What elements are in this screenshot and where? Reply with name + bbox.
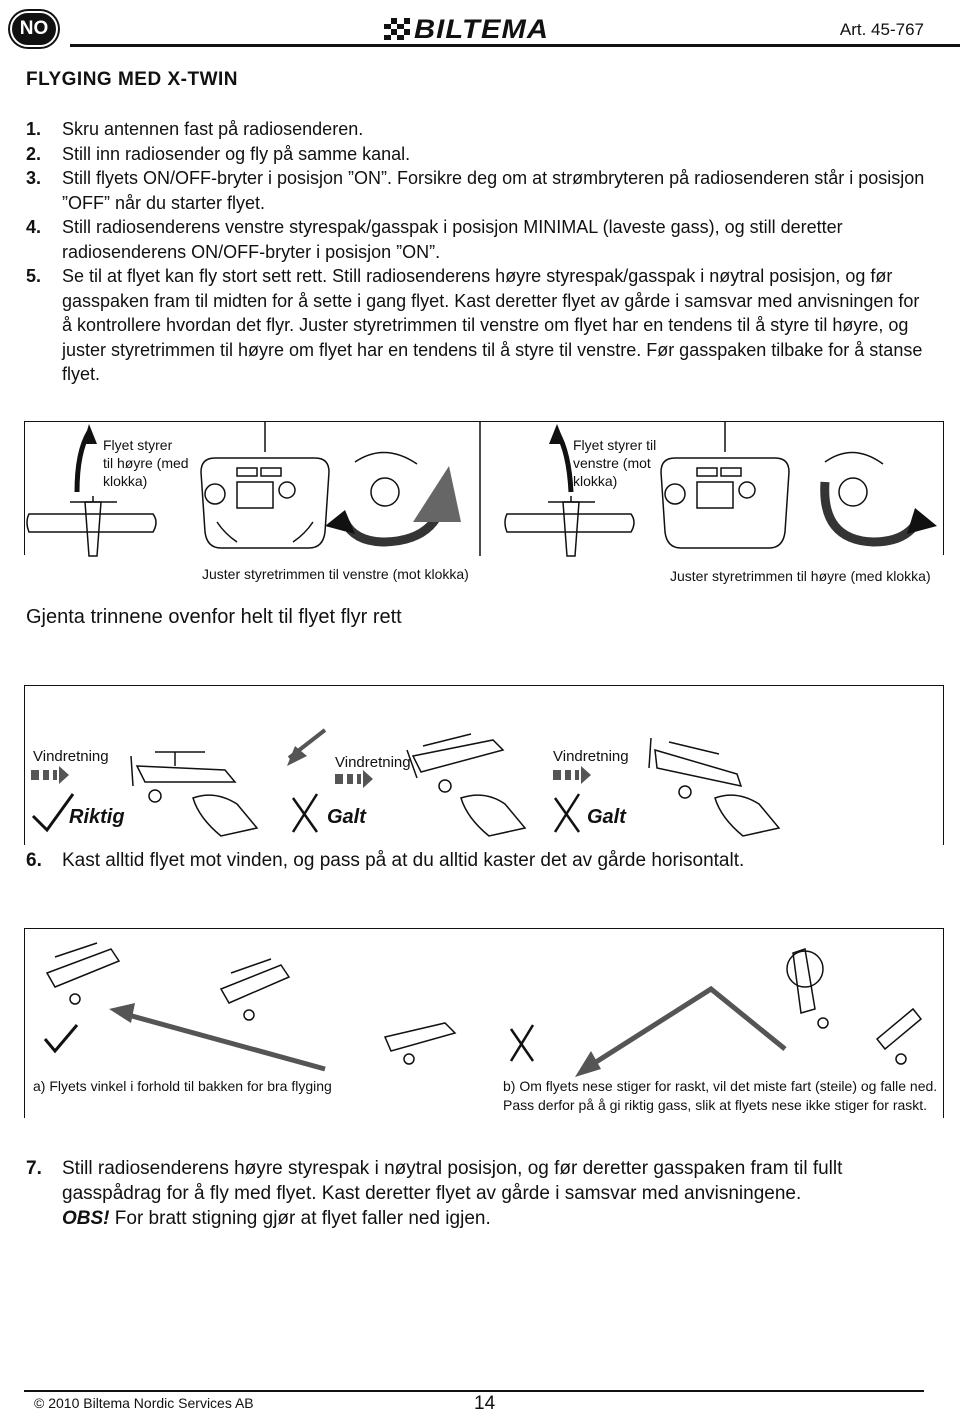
check-icon — [31, 793, 75, 833]
hand-icon — [714, 794, 781, 837]
verdict-correct: Riktig — [69, 806, 125, 828]
plane-icon — [219, 958, 291, 1021]
step-7: 7. Still radiosenderens høyre styrespak … — [26, 1158, 843, 1229]
wind-label: Vindretning — [33, 748, 109, 765]
verdict-wrong: Galt — [327, 806, 366, 828]
steps-list: 1.Skru antennen fast på radiosenderen. 2… — [26, 117, 926, 387]
throw-figure: Vindretning Vindretning Vindretning Rikt… — [24, 685, 944, 845]
brand-logo: BILTEMA — [384, 13, 578, 44]
repeat-note: Gjenta trinnene ovenfor helt til flyet f… — [26, 606, 402, 628]
plane-icon — [648, 737, 743, 799]
checker-icon — [384, 18, 410, 40]
check-icon — [43, 1024, 79, 1054]
right-trim-caption: Juster styretrimmen til høyre (med klokk… — [670, 568, 931, 584]
hand-icon — [192, 794, 259, 837]
page-header: NO BILTEMA Art. 45-767 — [0, 0, 960, 60]
caption-b: b) Om flyets nese stiger for raskt, vil … — [503, 1078, 938, 1113]
plane-icon — [875, 1007, 923, 1065]
plane-icon — [786, 948, 829, 1029]
copyright: © 2010 Biltema Nordic Services AB — [34, 1395, 254, 1411]
wind-arrow-icon — [31, 766, 591, 788]
plane-icon — [45, 942, 121, 1005]
step-item: 5.Se til at flyet kan fly stort sett ret… — [26, 266, 923, 384]
brand-name: BILTEMA — [414, 13, 549, 44]
trim-figure: Flyet styrer til høyre (med klokka) Flye… — [24, 421, 944, 557]
article-number: Art. 45-767 — [839, 20, 924, 39]
step-item: 3.Still flyets ON/OFF-bryter i posisjon … — [26, 168, 925, 213]
right-plane-label: Flyet styrer til venstre (mot klokka) — [573, 437, 657, 489]
plane-left-icon — [26, 496, 157, 557]
throw-illustration — [31, 728, 781, 837]
cross-icon — [509, 1024, 535, 1062]
cross-icon — [553, 793, 581, 833]
climb-illustration — [43, 942, 923, 1077]
plane-icon — [383, 1022, 457, 1065]
plane-right-icon — [504, 496, 635, 557]
step-6: 6. Kast alltid flyet mot vinden, og pass… — [26, 850, 745, 871]
section-title: FLYGING MED X-TWIN — [26, 69, 239, 90]
left-trim-caption: Juster styretrimmen til venstre (mot klo… — [202, 566, 469, 582]
transmitter-left-icon — [200, 422, 330, 549]
wind-label: Vindretning — [335, 754, 411, 771]
step-item: 4.Still radiosenderens venstre styrespak… — [26, 217, 843, 262]
step-item: 2.Still inn radiosender og fly på samme … — [26, 143, 411, 164]
plane-icon — [130, 751, 237, 803]
verdict-wrong: Galt — [587, 806, 626, 828]
footer-rule — [24, 1390, 924, 1392]
wind-label: Vindretning — [553, 748, 629, 765]
step-item: 1.Skru antennen fast på radiosenderen. — [26, 119, 364, 139]
cross-icon — [291, 793, 319, 833]
left-plane-label: Flyet styrer til høyre (med klokka) — [103, 437, 189, 489]
hand-icon — [460, 794, 527, 837]
trim-illustration — [26, 422, 937, 557]
header-rule — [70, 44, 960, 47]
language-badge: NO — [10, 11, 58, 47]
climb-figure: a) Flyets vinkel i forhold til bakken fo… — [24, 928, 944, 1118]
transmitter-right-icon — [660, 422, 790, 549]
obs-label: OBS! — [62, 1208, 110, 1229]
caption-a: a) Flyets vinkel i forhold til bakken fo… — [33, 1078, 332, 1094]
page-number: 14 — [470, 1393, 500, 1414]
plane-icon — [406, 733, 505, 793]
